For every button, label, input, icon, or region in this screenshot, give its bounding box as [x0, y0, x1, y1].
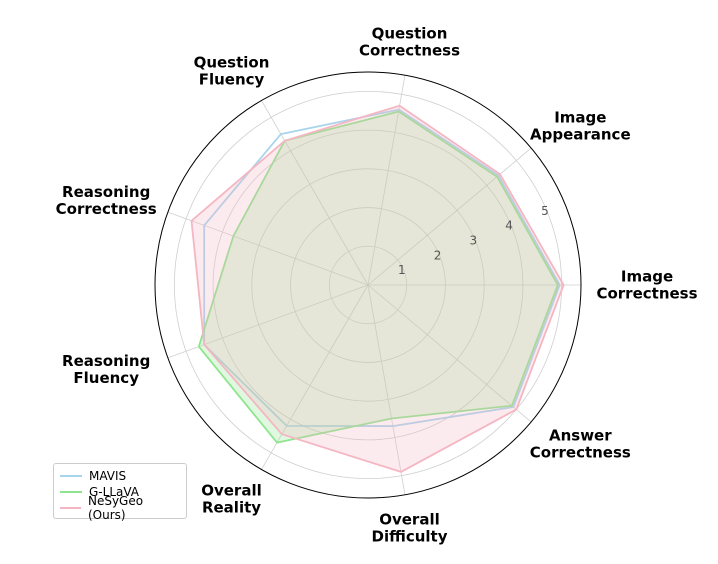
- legend-item-mavis: MAVIS: [60, 468, 180, 484]
- axis-label-line: Correctness: [530, 443, 631, 461]
- legend-item-g-llava: G-LLaVA: [60, 484, 180, 500]
- axis-label-line: Difficulty: [372, 528, 448, 546]
- axis-label-line: Question: [372, 24, 448, 42]
- axis-label-line: Question: [194, 54, 270, 72]
- spoke-1: [367, 147, 532, 286]
- spoke-4: [167, 211, 369, 286]
- radial-tick-label-5: 5: [541, 204, 549, 218]
- legend-swatch-nesygeo: [60, 507, 81, 509]
- legend-label-nesygeo: NeSyGeo (Ours): [87, 494, 144, 522]
- axis-label-line: Overall: [201, 481, 262, 499]
- axis-label-line: Appearance: [530, 126, 631, 144]
- legend-swatch-mavis: [60, 475, 82, 477]
- legend: MAVIS G-LLaVA NeSyGeo (Ours): [53, 463, 187, 522]
- axis-label-line: Correctness: [596, 285, 697, 303]
- radial-tick-label-3: 3: [470, 234, 478, 248]
- axis-label-line: Correctness: [359, 41, 460, 59]
- series-polygon-0: [203, 108, 561, 428]
- legend-label-g-llava: G-LLaVA: [89, 485, 140, 499]
- spoke-7: [367, 284, 406, 495]
- radial-tick-label-4: 4: [505, 219, 513, 233]
- axis-label-line: Fluency: [199, 71, 265, 89]
- axis-label-line: Reasoning: [62, 183, 150, 201]
- axis-label-line: Image: [554, 109, 606, 127]
- radial-tick-label-2: 2: [434, 248, 442, 262]
- legend-swatch-g-llava: [60, 491, 82, 493]
- axis-label-line: Answer: [549, 426, 612, 444]
- spoke-6: [261, 284, 369, 470]
- series-polygon-1: [197, 110, 559, 444]
- axis-label-line: Fluency: [73, 369, 139, 387]
- axis-label-line: Correctness: [56, 200, 157, 218]
- outer-frame: [154, 71, 582, 499]
- spoke-5: [167, 284, 369, 359]
- legend-item-nesygeo: NeSyGeo (Ours): [60, 494, 180, 522]
- radial-tick-label-1: 1: [398, 263, 406, 277]
- axis-label-line: Image: [621, 268, 673, 286]
- spoke-8: [367, 284, 532, 423]
- legend-label-mavis: MAVIS: [89, 469, 127, 483]
- axis-label-line: Overall: [379, 511, 440, 529]
- series-polygon-2: [190, 104, 565, 473]
- spoke-3: [261, 100, 369, 286]
- axis-label-line: Reasoning: [62, 352, 150, 370]
- axis-label-line: Reality: [202, 498, 261, 516]
